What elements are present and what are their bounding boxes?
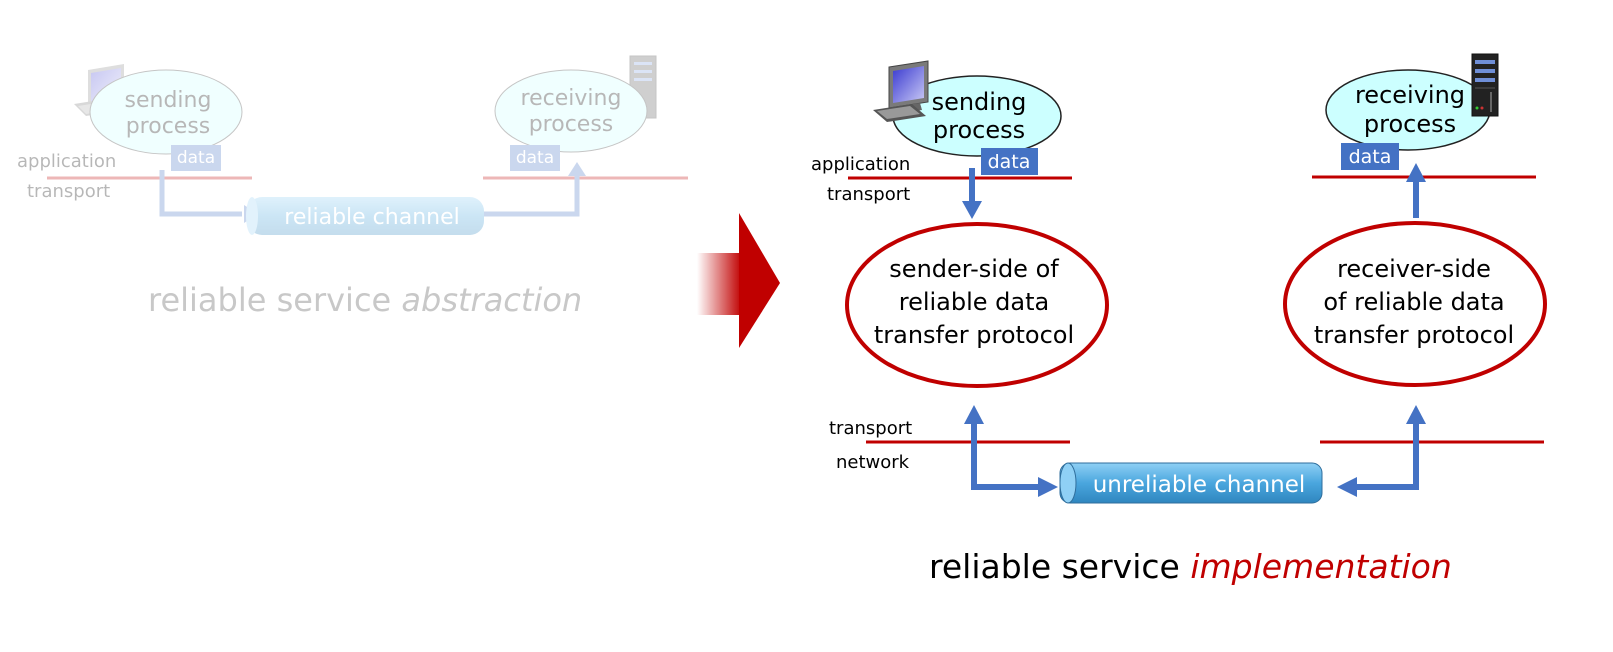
data-label: data bbox=[988, 151, 1031, 173]
receiver-protocol-label: receiver-side bbox=[1337, 255, 1491, 283]
receiving-process-ellipse bbox=[494, 69, 648, 153]
flow-arrow bbox=[159, 170, 242, 217]
sending-process-ellipse bbox=[89, 69, 243, 155]
desktop-computer-icon bbox=[873, 60, 929, 122]
arrowhead bbox=[962, 201, 982, 219]
abstraction-caption: reliable service abstraction bbox=[148, 281, 582, 319]
layer-label-application: application bbox=[811, 154, 910, 175]
receiving-process-label: process bbox=[529, 112, 614, 137]
implementation-panel: sending process data application transpo… bbox=[811, 53, 1547, 504]
sender-protocol-ellipse bbox=[845, 222, 1109, 388]
sending-process-label: sending bbox=[932, 88, 1027, 116]
arrowhead bbox=[1406, 163, 1426, 182]
data-label: data bbox=[516, 148, 554, 168]
implementation-caption-plain: reliable service bbox=[929, 547, 1190, 586]
transition-arrow-icon bbox=[697, 213, 780, 348]
unreliable-channel-label: unreliable channel bbox=[1093, 472, 1306, 498]
data-label: data bbox=[177, 148, 215, 168]
server-icon bbox=[1471, 53, 1499, 117]
data-label: data bbox=[1349, 146, 1392, 168]
sending-process-label: process bbox=[933, 116, 1025, 144]
implementation-caption-emphasis: implementation bbox=[1190, 547, 1451, 586]
arrowhead bbox=[1406, 405, 1426, 424]
sending-process-label: process bbox=[126, 114, 211, 139]
layer-label-application: application bbox=[17, 151, 116, 172]
sender-protocol-label: transfer protocol bbox=[874, 321, 1074, 349]
desktop-computer-icon bbox=[74, 64, 124, 116]
implementation-caption: reliable service implementation bbox=[929, 547, 1452, 586]
receiving-process-label: receiving bbox=[521, 86, 622, 111]
abstraction-caption-plain: reliable service bbox=[148, 281, 401, 319]
data-box bbox=[981, 148, 1038, 175]
abstraction-caption-emphasis: abstraction bbox=[401, 281, 582, 319]
sender-protocol-label: reliable data bbox=[899, 288, 1050, 316]
arrowhead bbox=[1038, 477, 1058, 497]
layer-label-network: network bbox=[836, 452, 910, 473]
data-box bbox=[1341, 143, 1399, 170]
reliable-channel-pipe bbox=[246, 197, 484, 235]
receiving-process-label: process bbox=[1364, 110, 1456, 138]
abstraction-panel: sending process data application transpo… bbox=[17, 55, 688, 235]
unreliable-channel-pipe bbox=[1059, 462, 1323, 504]
arrowhead bbox=[964, 405, 984, 424]
layer-label-transport: transport bbox=[27, 181, 110, 202]
data-box bbox=[171, 145, 221, 171]
data-box bbox=[510, 145, 560, 171]
receiver-protocol-label: of reliable data bbox=[1323, 288, 1504, 316]
layer-label-transport: transport bbox=[829, 418, 912, 439]
flow-arrow bbox=[971, 424, 1040, 490]
server-icon bbox=[629, 55, 657, 119]
arrowhead bbox=[1337, 477, 1357, 497]
flow-arrow bbox=[1356, 424, 1419, 490]
receiving-process-label: receiving bbox=[1355, 81, 1465, 109]
receiver-protocol-label: transfer protocol bbox=[1314, 321, 1514, 349]
sending-process-label: sending bbox=[125, 88, 212, 113]
sender-protocol-label: sender-side of bbox=[889, 255, 1059, 283]
reliable-channel-label: reliable channel bbox=[284, 205, 459, 230]
flow-arrow bbox=[484, 176, 580, 217]
arrowhead bbox=[568, 162, 586, 176]
receiver-protocol-ellipse bbox=[1283, 221, 1547, 387]
layer-label-transport: transport bbox=[827, 184, 910, 205]
